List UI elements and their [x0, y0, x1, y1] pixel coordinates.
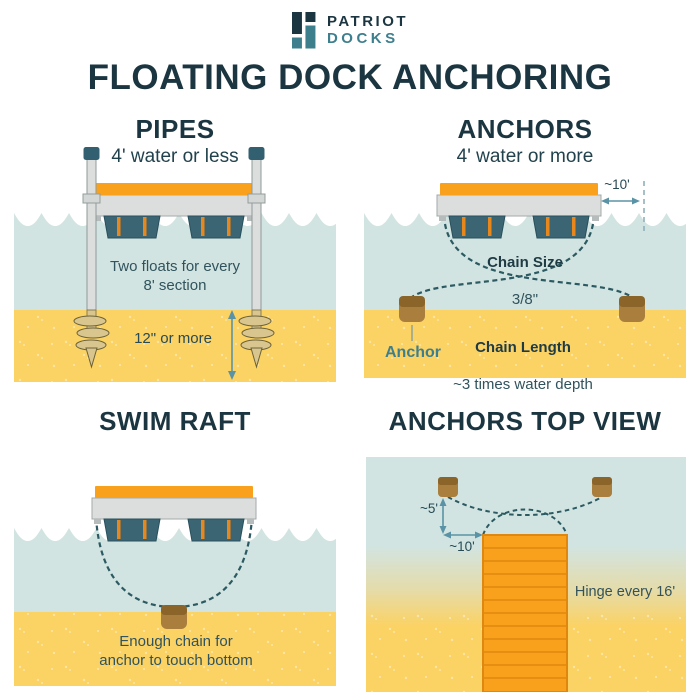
dock-pipe: [73, 147, 110, 369]
swim-raft-chain-note: Enough chain for anchor to touch bottom: [99, 633, 253, 670]
anchors-diagram: [364, 181, 686, 378]
dimension-arrow-icon: [228, 310, 236, 380]
swim-raft-heading: SWIM RAFT: [99, 406, 251, 436]
pipes-depth-label: 12" or more: [134, 330, 212, 347]
anchors-top-view-diagram: [366, 457, 686, 692]
pipes-floats-note: Two floats for every 8' section: [109, 258, 241, 295]
auger-icon: [238, 315, 275, 369]
hinge-note: Hinge every 16': [574, 584, 676, 600]
anchor-callout-label: Anchor: [385, 344, 441, 361]
anchors-offset-label: ~10': [604, 177, 630, 192]
auger-icon: [73, 315, 110, 369]
brand-name: PATRIOT: [326, 13, 409, 30]
dock-pipe: [238, 147, 275, 369]
top-view-side-offset-label: ~5': [420, 501, 438, 516]
chain-length-value: ~3 times water depth: [453, 376, 593, 393]
anchor-chain: [94, 516, 254, 609]
brand-blocks-icon: [291, 12, 316, 49]
swim-raft-diagram: [14, 485, 336, 686]
pipes-heading: PIPES: [135, 114, 215, 144]
chain-length-label: Chain Length ~3 times water depth: [423, 321, 623, 411]
chain-length-title: Chain Length: [475, 339, 571, 356]
water: [14, 528, 336, 612]
anchor-icon: [399, 296, 425, 322]
chain-size-label: Chain Size 3/8": [435, 236, 615, 326]
pipes-subtitle: 4' water or less: [111, 146, 239, 167]
dock-top-view: [482, 534, 568, 692]
anchor-icon: [161, 605, 187, 629]
brand-logo: PATRIOT DOCKS: [291, 12, 409, 49]
dimension-arrow-icon: [601, 197, 640, 205]
anchor-chain: [411, 223, 633, 298]
anchor-icon: [438, 477, 458, 497]
anchors-heading: ANCHORS: [457, 114, 593, 144]
page-title: FLOATING DOCK ANCHORING: [87, 58, 613, 97]
anchor-icon: [619, 296, 645, 322]
chain-size-title: Chain Size: [487, 254, 563, 271]
anchor-chain: [447, 496, 603, 536]
dimension-arrow-icon: [439, 498, 483, 539]
dock-planks: [483, 547, 567, 679]
top-view-front-offset-label: ~10': [449, 539, 475, 554]
anchor-icon: [592, 477, 612, 497]
chain-size-value: 3/8": [511, 291, 539, 308]
anchors-top-view-heading: ANCHORS TOP VIEW: [388, 406, 662, 436]
pipes-diagram: [14, 147, 336, 382]
anchors-subtitle: 4' water or more: [456, 146, 594, 167]
brand-sub-name: DOCKS: [326, 29, 399, 47]
